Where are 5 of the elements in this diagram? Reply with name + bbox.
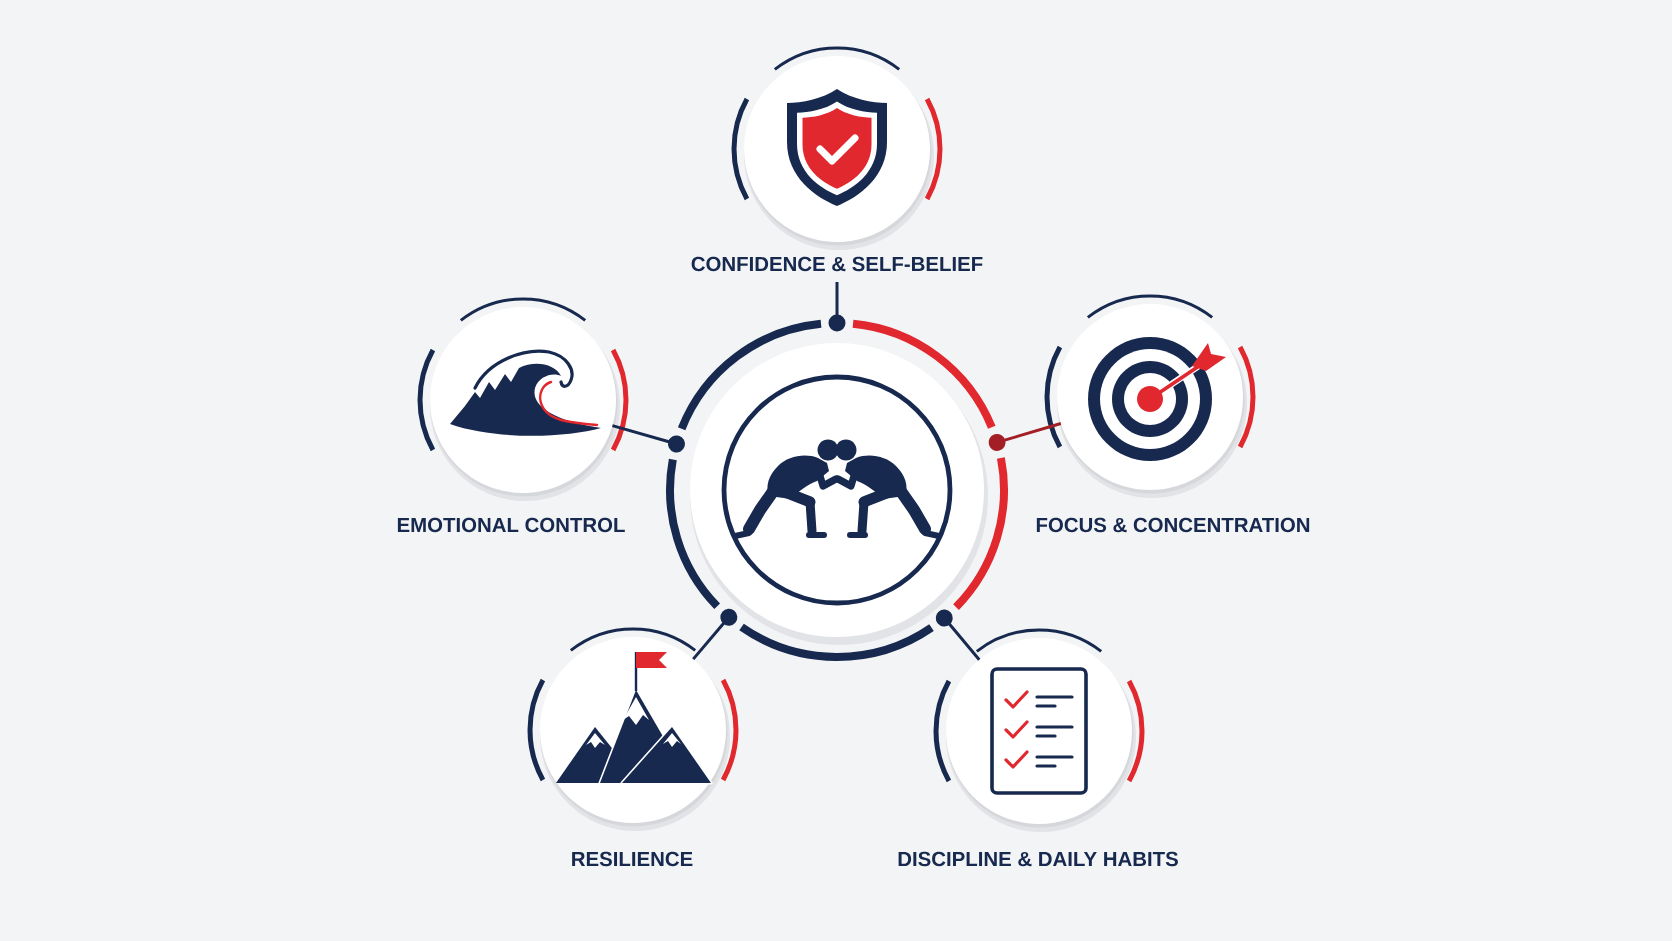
node-label: DISCIPLINE & DAILY HABITS <box>898 851 1178 867</box>
node-label: RESILIENCE <box>572 851 693 867</box>
node-label: FOCUS & CONCENTRATION <box>1036 517 1310 533</box>
node-label: CONFIDENCE & SELF-BELIEF <box>691 256 983 272</box>
node-label: EMOTIONAL CONTROL <box>397 517 625 533</box>
